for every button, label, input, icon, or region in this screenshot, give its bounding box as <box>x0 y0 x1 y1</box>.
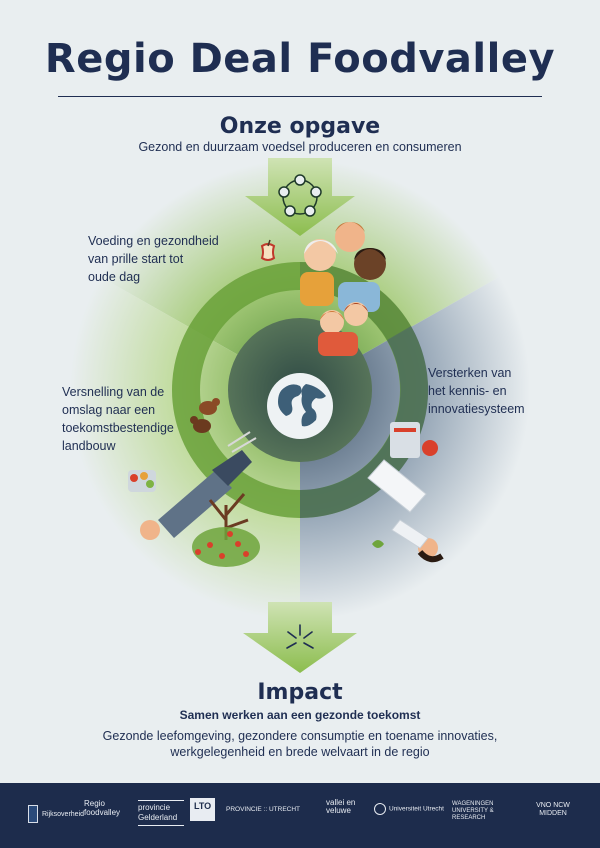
cycle-icon <box>278 174 322 217</box>
logo-universiteit-utrecht: Universiteit Utrecht <box>374 803 444 815</box>
scientist-illustration <box>367 422 444 563</box>
input-arrow <box>245 158 355 236</box>
farmer-illustration <box>128 431 257 540</box>
apple-core-icon <box>260 239 276 261</box>
logo-vno-ncw: VNO NCW MIDDEN <box>536 802 570 817</box>
crest-icon <box>28 805 38 823</box>
footer-logo-bar: Rijksoverheid Regio foodvalley provincie… <box>0 783 600 848</box>
opgave-subtitle: Gezond en duurzaam voedsel produceren en… <box>138 140 462 154</box>
impact-subtitle: Samen werken aan een gezonde toekomst <box>179 708 421 722</box>
title-divider <box>58 96 542 97</box>
logo-wageningen: WAGENINGEN UNIVERSITY & RESEARCH <box>452 801 494 821</box>
logo-regio-foodvalley: Regio foodvalley <box>84 799 121 817</box>
wheel-diagram <box>68 157 532 673</box>
logo-lto: LTO <box>190 798 216 821</box>
impact-arrow <box>243 602 357 673</box>
logo-vallei-veluwe: vallei en veluwe <box>326 798 356 815</box>
logo-rijksoverheid: Rijksoverheid <box>28 805 84 823</box>
logo-provincie-gelderland: provincie Gelderland <box>138 800 184 826</box>
page-title: Regio Deal Foodvalley <box>44 36 556 82</box>
globe-icon <box>267 373 333 439</box>
impact-title: Impact <box>257 680 343 705</box>
converge-icon <box>286 624 314 649</box>
theme-knowledge: Versterken van het kennis- en innovaties… <box>428 366 525 416</box>
apple-tree-illustration <box>192 493 260 567</box>
logo-provincie-utrecht: PROVINCIE :: UTRECHT <box>226 806 301 813</box>
chicken-icons <box>190 398 220 433</box>
uu-seal-icon <box>374 803 386 815</box>
family-illustration <box>300 222 386 356</box>
theme-agriculture: Versnelling van de omslag naar een toeko… <box>62 385 174 453</box>
opgave-title: Onze opgave <box>219 114 381 139</box>
theme-health: Voeding en gezondheid van prille start t… <box>88 234 219 284</box>
impact-text-line1: Gezonde leefomgeving, gezondere consumpt… <box>102 729 498 743</box>
impact-text-line2: werkgelegenheid en brede welvaart in de … <box>170 745 430 759</box>
